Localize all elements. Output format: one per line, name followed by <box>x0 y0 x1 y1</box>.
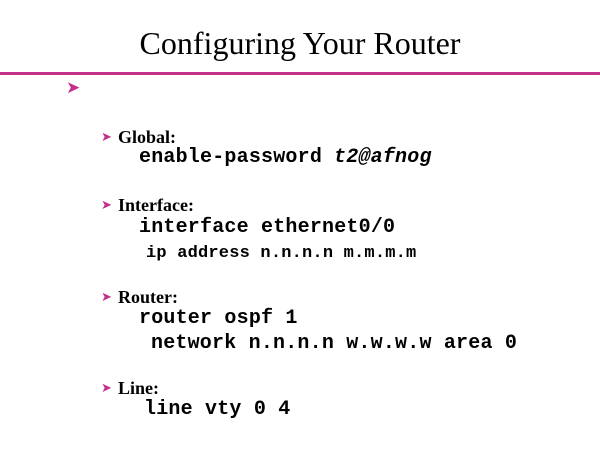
section-label-interface: Interface: <box>118 195 194 215</box>
code-emphasis-text: t2@afnog <box>334 146 432 169</box>
code-line-interface: interface ethernet0/0 <box>139 216 396 239</box>
code-line-router-ospf: router ospf 1 <box>139 307 298 330</box>
arrow-bullet-icon: ➤ <box>66 78 81 98</box>
code-text: enable-password <box>139 146 323 169</box>
section-label-global: Global: <box>118 127 177 147</box>
code-line-enable-password: enable-password t2@afnog <box>139 148 432 168</box>
code-line-ip-address: ip address n.n.n.n m.m.m.m <box>146 244 417 263</box>
code-line-vty: line vty 0 4 <box>144 398 291 421</box>
arrow-bullet-icon: ➤ <box>101 130 112 145</box>
arrow-bullet-icon: ➤ <box>101 198 112 213</box>
code-line-network: network n.n.n.n w.w.w.w area 0 <box>151 332 518 355</box>
arrow-bullet-icon: ➤ <box>101 381 112 396</box>
section-label-router: Router: <box>118 287 178 307</box>
title-divider-rule <box>0 72 600 75</box>
section-label-line: Line: <box>118 378 160 398</box>
slide-title: Configuring Your Router <box>139 25 461 61</box>
arrow-bullet-icon: ➤ <box>101 290 112 305</box>
